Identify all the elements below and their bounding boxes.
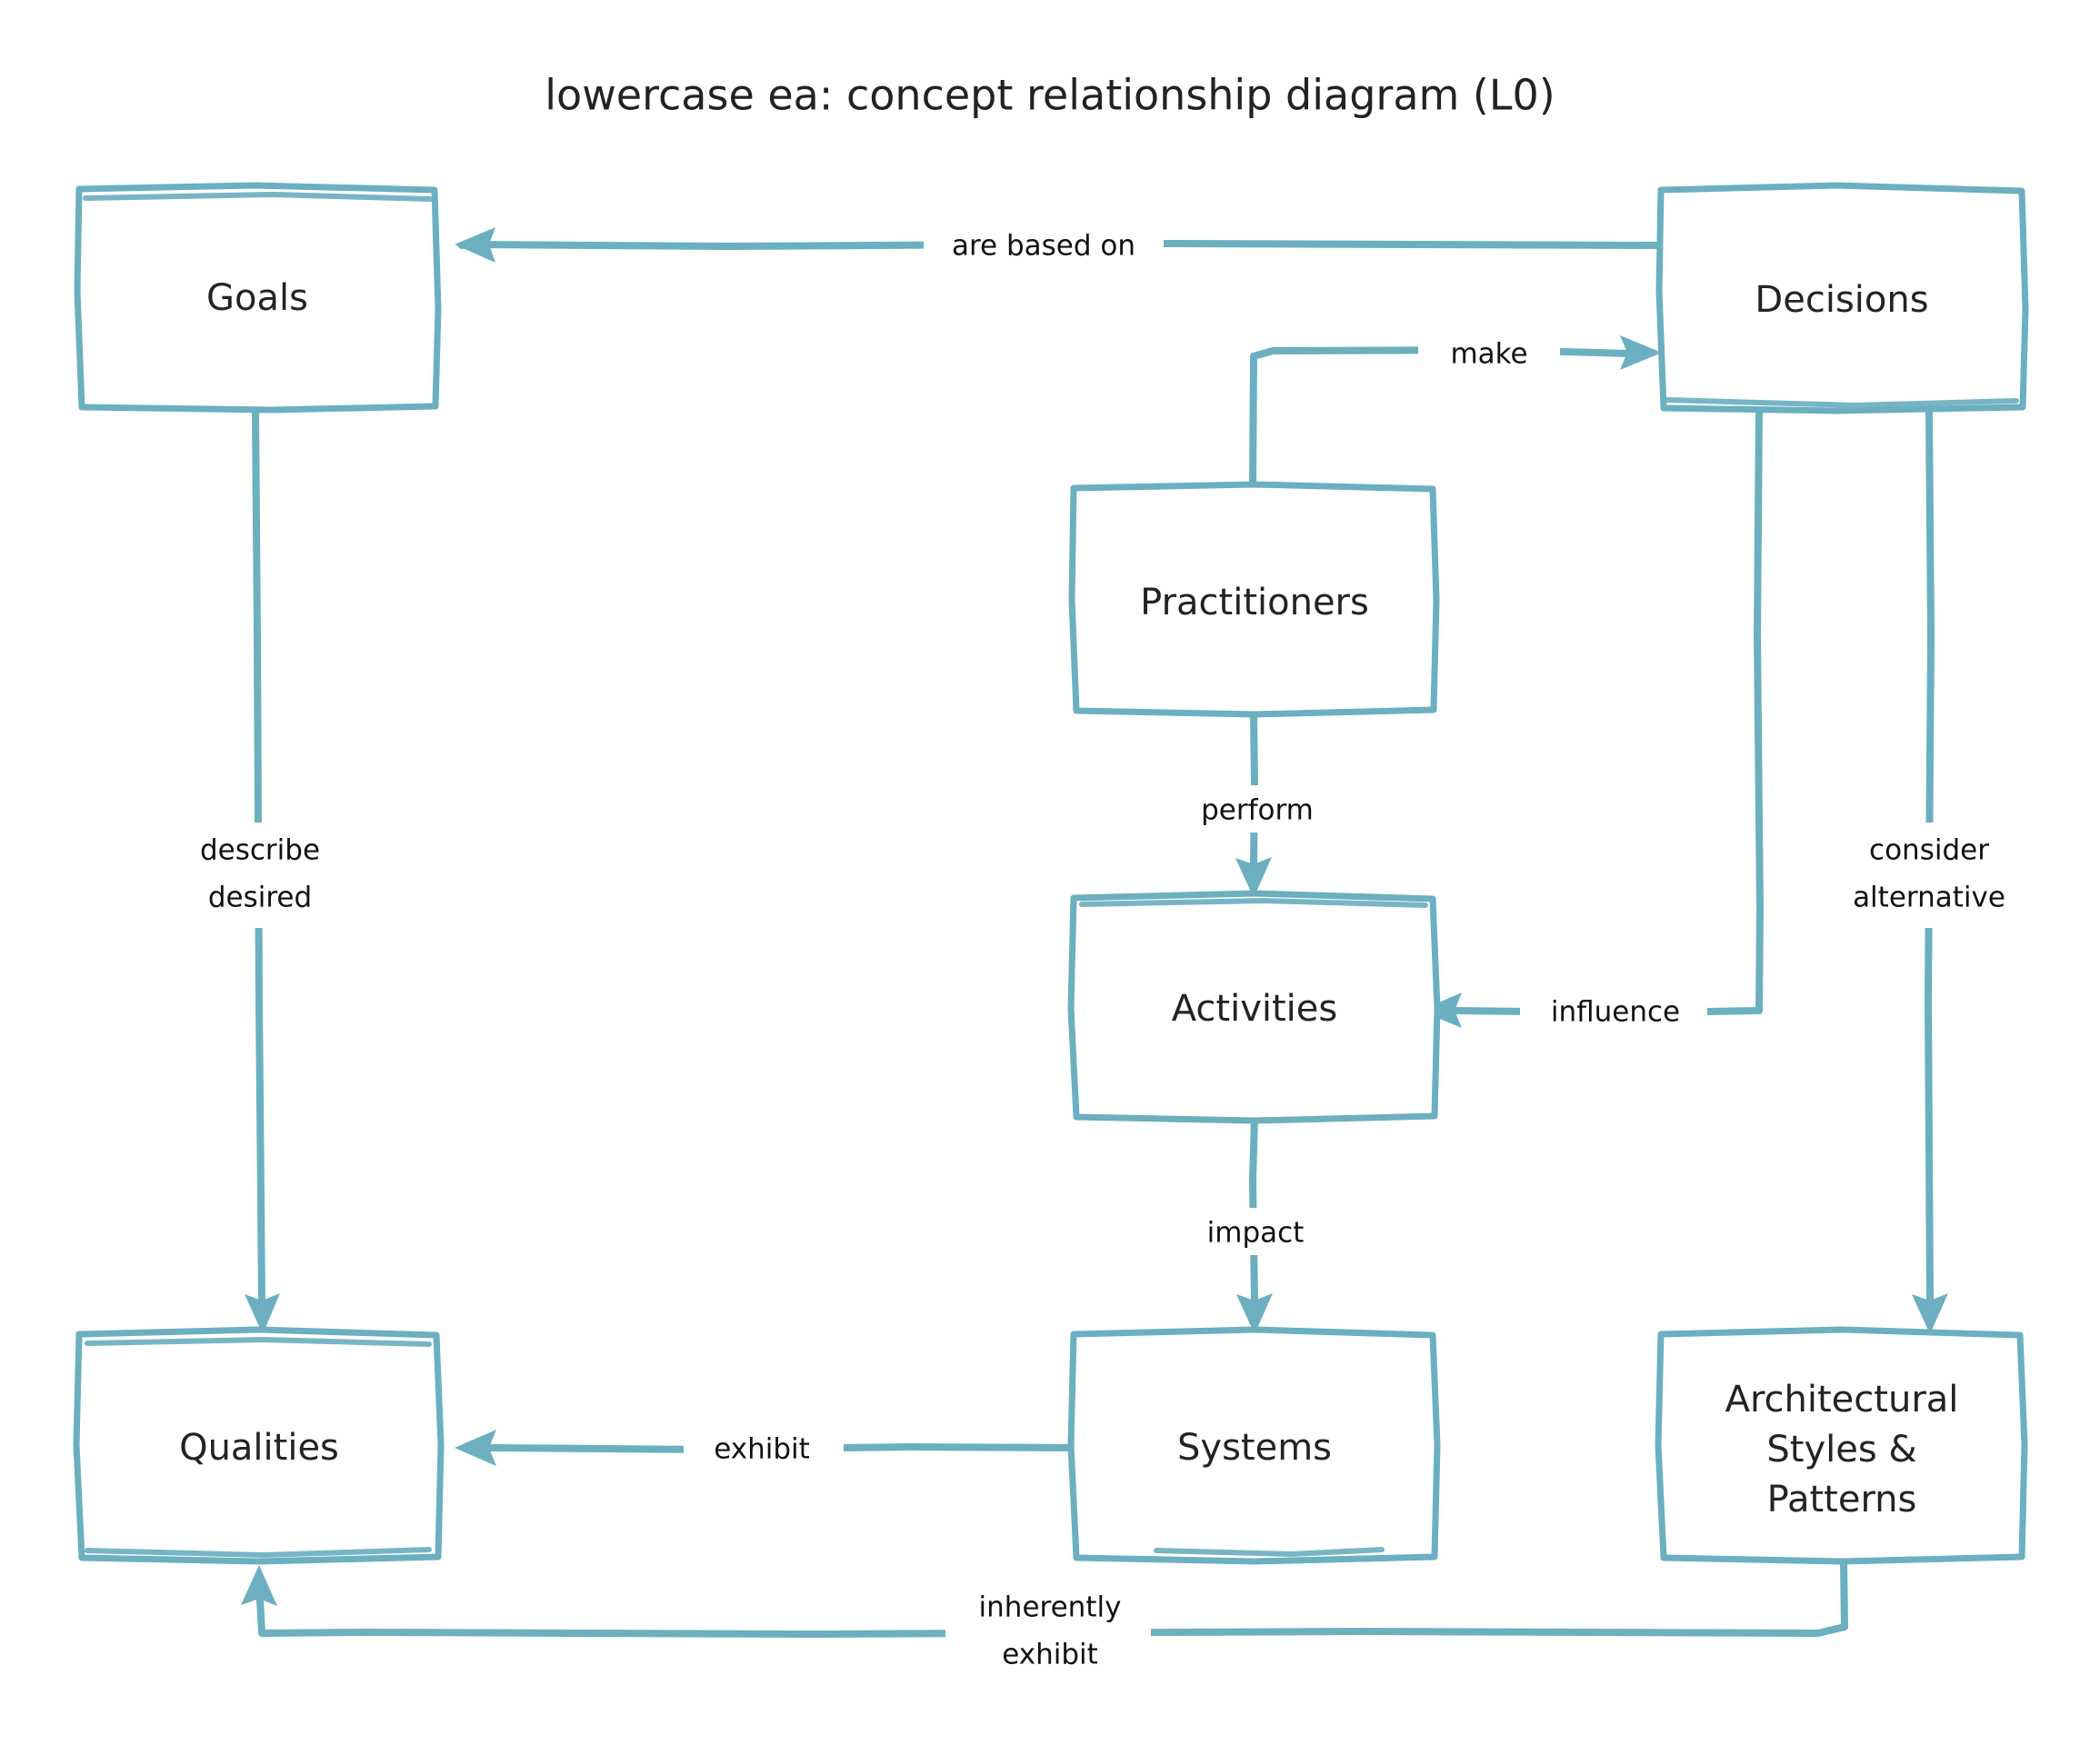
arrowhead-qualities-bottom (241, 1565, 277, 1606)
arrowhead-systems-top (1236, 1293, 1273, 1334)
arrowhead-styles-top (1912, 1293, 1948, 1334)
arrowhead-activities-top (1235, 857, 1272, 898)
edge-label-bg (1520, 987, 1707, 1034)
node-goals[interactable]: Goals (74, 182, 442, 414)
node-practitioners[interactable]: Practitioners (1068, 481, 1440, 718)
edge-label-alternative: alternative (1853, 882, 2005, 914)
edge-label-bg (945, 1580, 1151, 1685)
edge-label-bg (162, 823, 358, 928)
edge-practitioners-to-decisions: make (1249, 329, 1662, 493)
edge-label-bg (924, 221, 1164, 268)
edge-label-bg (1815, 823, 2045, 928)
node-qualities[interactable]: Qualities (73, 1326, 445, 1565)
edge-label-bg (684, 1424, 844, 1471)
edge-systems-to-qualities: exhibit (455, 1424, 1076, 1471)
edge-practitioners-to-activities: perform (1173, 711, 1342, 898)
arrowhead-decisions (1620, 335, 1662, 370)
edge-label-bg (1418, 329, 1560, 376)
edge-label-perform: perform (1201, 794, 1314, 827)
node-decisions[interactable]: Decisions (1655, 182, 2029, 414)
edge-label-make: make (1450, 338, 1527, 371)
node-activities[interactable]: Activities (1067, 890, 1441, 1124)
node-label-styles-and: Styles & (1766, 1429, 1916, 1471)
edge-activities-to-systems: impact (1180, 1112, 1331, 1334)
node-systems[interactable]: Systems (1067, 1326, 1441, 1565)
edge-label-are-based-on: are based on (952, 230, 1135, 263)
edge-label-inherently: inherently (979, 1591, 1122, 1624)
node-label-architectural: Architectural (1725, 1379, 1959, 1421)
arrowhead-goals (455, 227, 495, 263)
node-label-decisions: Decisions (1755, 279, 1928, 321)
node-label-practitioners: Practitioners (1140, 582, 1369, 623)
node-label-activities: Activities (1172, 988, 1337, 1030)
edge-label-desired: desired (208, 882, 312, 914)
edge-label-bg (1180, 1208, 1331, 1255)
node-architectural-styles-patterns[interactable]: Architectural Styles & Patterns (1655, 1326, 2028, 1565)
edge-label-exhibit: exhibit (714, 1433, 810, 1466)
edge-label-bg (1173, 785, 1342, 833)
edge-decisions-to-styles: consider alternative (1815, 408, 2045, 1334)
edge-styles-to-qualities: inherently exhibit (241, 1556, 1848, 1685)
arrowhead-activities-right (1420, 992, 1462, 1028)
node-label-qualities: Qualities (179, 1427, 339, 1469)
edge-label-impact: impact (1207, 1217, 1305, 1250)
node-label-systems: Systems (1177, 1427, 1332, 1469)
edge-decisions-to-activities: influence (1420, 408, 1764, 1034)
edge-label-consider: consider (1869, 834, 1989, 867)
node-label-patterns: Patterns (1767, 1479, 1917, 1521)
diagram-title: lowercase ea: concept relationship diagr… (545, 71, 1555, 120)
edge-decisions-to-goals: are based on (455, 221, 1664, 268)
edge-label-influence: influence (1551, 996, 1680, 1029)
arrowhead-qualities-right (455, 1430, 496, 1466)
edge-label-exhibit-2: exhibit (1002, 1639, 1098, 1671)
node-label-goals: Goals (206, 277, 308, 319)
edge-label-describe: describe (200, 834, 320, 867)
arrowhead-qualities-top (245, 1293, 280, 1334)
edge-goals-to-qualities: describe desired (162, 407, 358, 1334)
